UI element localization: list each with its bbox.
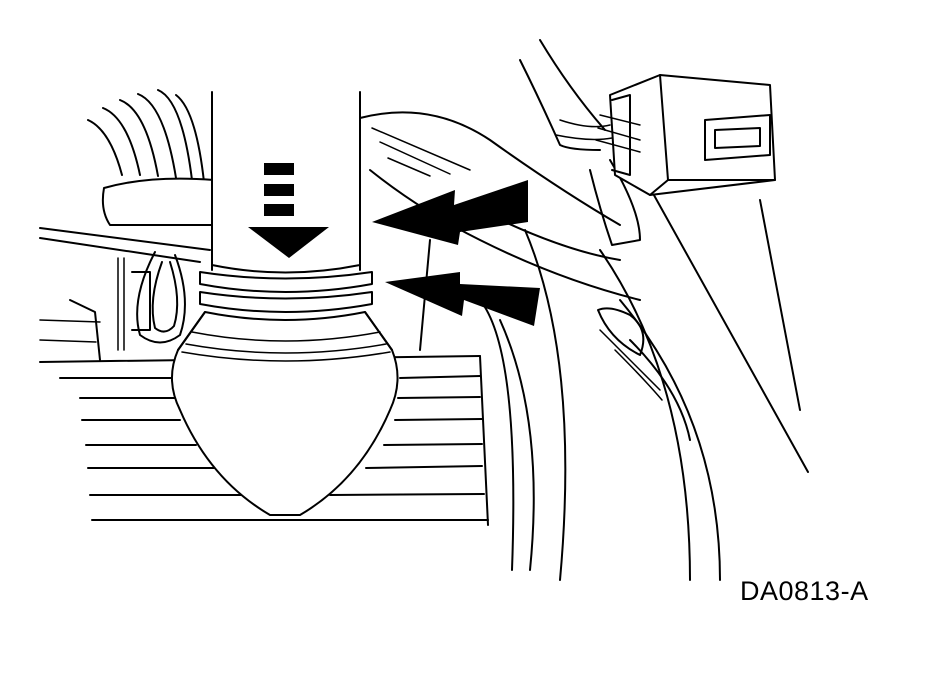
electrical-connector xyxy=(595,74,776,196)
flow-direction-arrow xyxy=(248,163,329,258)
callout-arrow-lower xyxy=(385,272,540,326)
figure-code: DA0813-A xyxy=(740,576,869,606)
harness-right xyxy=(359,39,809,581)
outlet-fitting xyxy=(170,311,399,516)
mounting-bracket xyxy=(39,177,215,361)
callout-arrow-upper xyxy=(372,180,528,245)
wiring-harness-left xyxy=(87,89,205,183)
radiator-fins xyxy=(39,355,489,526)
hose-clamp xyxy=(199,271,373,313)
